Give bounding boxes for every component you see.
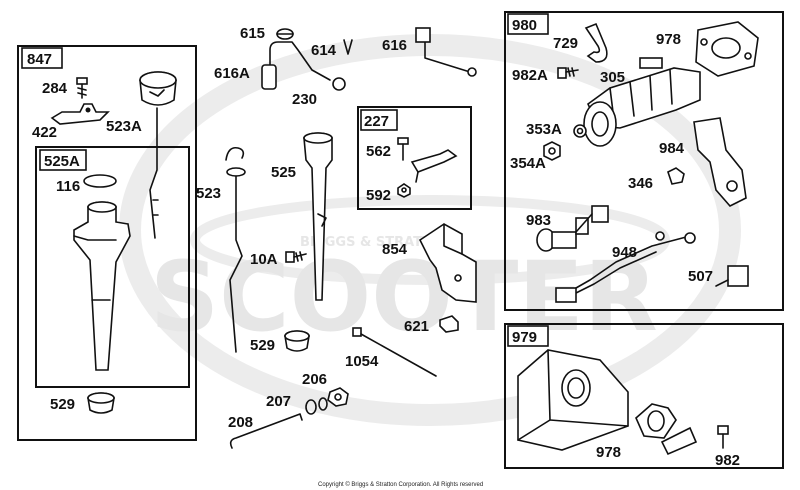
box-980-label-frame [507, 13, 549, 35]
part-284-screw [76, 77, 88, 99]
box-525a-label-frame [39, 149, 87, 171]
part-227-bracket [410, 149, 458, 173]
label-353a: 353A [526, 121, 562, 138]
label-346: 346 [628, 175, 653, 192]
part-948-harness [555, 231, 696, 303]
part-10a-screw [285, 251, 307, 263]
part-982a-screw [557, 67, 579, 79]
label-983: 983 [526, 212, 551, 229]
label-982: 982 [715, 452, 740, 469]
part-523a-dipstick [139, 71, 177, 239]
box-227 [357, 106, 472, 210]
part-529-grommet-left [87, 392, 115, 414]
part-116-oring [83, 174, 117, 188]
part-353a-washer [573, 124, 587, 138]
part-979-intake-block [517, 349, 629, 451]
part-621-clip [439, 315, 459, 333]
label-305: 305 [600, 69, 625, 86]
part-1054-cable-tie [352, 327, 437, 377]
part-525a-tube [73, 201, 131, 371]
label-523a: 523A [106, 118, 142, 135]
part-562-screw [397, 137, 409, 161]
label-10a: 10A [250, 251, 278, 268]
watermark-ring-text: BRIGGS & STRATTON [300, 235, 453, 250]
box-979 [504, 323, 784, 469]
label-206: 206 [302, 371, 327, 388]
part-983-solenoid [536, 205, 609, 252]
label-207: 207 [266, 393, 291, 410]
part-614-pin [343, 39, 353, 55]
label-354a: 354A [510, 155, 546, 172]
part-978-gasket-bottom [635, 403, 698, 456]
box-227-label: 227 [364, 113, 389, 130]
box-979-label-frame [507, 325, 549, 347]
label-729: 729 [553, 35, 578, 52]
part-978-gasket-top [695, 21, 759, 77]
part-422-clip [50, 103, 110, 125]
label-230: 230 [292, 91, 317, 108]
label-978-top: 978 [656, 31, 681, 48]
part-984-bracket [693, 117, 747, 207]
label-616: 616 [382, 37, 407, 54]
box-980-label: 980 [512, 17, 537, 34]
label-116: 116 [56, 178, 80, 195]
part-206-nut [327, 387, 349, 407]
part-230-washer [332, 77, 346, 91]
copyright-text: Copyright © Briggs & Stratton Corporatio… [318, 481, 483, 488]
label-592: 592 [366, 187, 391, 204]
part-305-carburetor [583, 57, 701, 147]
label-529-center: 529 [250, 337, 275, 354]
part-729-clip [584, 22, 608, 63]
part-207-washer [305, 397, 328, 415]
label-854: 854 [382, 241, 408, 258]
part-982-screw [717, 425, 729, 449]
label-615: 615 [240, 25, 265, 42]
part-854-bracket [418, 223, 477, 303]
label-523: 523 [196, 185, 221, 202]
box-227-label-frame [360, 109, 398, 131]
label-562: 562 [366, 143, 391, 160]
label-616a: 616A [214, 65, 250, 82]
label-621: 621 [404, 318, 429, 335]
part-507-connector [715, 265, 749, 287]
part-208-rod [229, 413, 303, 449]
part-525-tube [303, 132, 333, 301]
box-847-label: 847 [27, 51, 52, 68]
part-354a-nut [543, 141, 561, 161]
label-208: 208 [228, 414, 253, 431]
label-614: 614 [311, 42, 337, 59]
label-978-bottom: 978 [596, 444, 621, 461]
label-1054: 1054 [345, 353, 379, 370]
label-284: 284 [42, 80, 68, 97]
box-525a [35, 146, 190, 388]
box-525a-label: 525A [44, 153, 80, 170]
box-979-label: 979 [512, 329, 537, 346]
box-847 [17, 45, 197, 441]
label-422: 422 [32, 124, 57, 141]
label-525: 525 [271, 164, 296, 181]
box-980 [504, 11, 784, 311]
box-847-label-frame [21, 47, 63, 69]
part-346-screw [667, 167, 685, 185]
part-615-clamp [276, 28, 294, 40]
part-523-dipstick [225, 146, 246, 353]
part-529-grommet-center [284, 330, 310, 352]
part-616a-link [261, 41, 331, 90]
label-529-left: 529 [50, 396, 75, 413]
part-592-nut [397, 183, 411, 198]
label-507: 507 [688, 268, 713, 285]
part-616-lever [415, 27, 477, 77]
label-982a: 982A [512, 67, 548, 84]
label-984: 984 [659, 140, 685, 157]
label-948: 948 [612, 244, 637, 261]
